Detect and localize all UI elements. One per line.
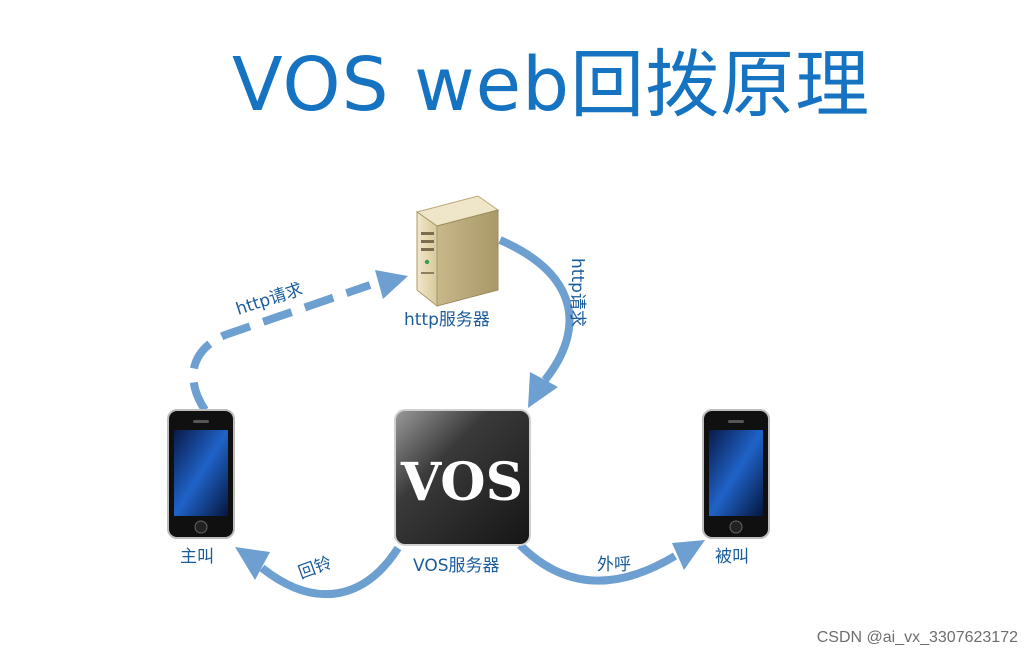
server-icon (415, 195, 500, 308)
arrow-vos-to-callee (517, 540, 705, 585)
slide-title: VOS web回拨原理 (232, 42, 871, 128)
caller-phone-icon (167, 409, 235, 539)
callee-phone-icon (702, 409, 770, 539)
caller-label: 主叫 (180, 547, 214, 567)
vos-server-icon: VOS (394, 409, 531, 546)
http-server-label: http服务器 (404, 310, 490, 330)
callee-label: 被叫 (715, 547, 749, 567)
vos-logo-text: VOS (400, 452, 523, 513)
arrow-vos-to-caller (235, 545, 402, 599)
watermark: CSDN @ai_vx_3307623172 (816, 629, 1018, 646)
edge-label-outbound-call: 外呼 (597, 555, 631, 575)
arrow-http-server-to-vos (498, 236, 574, 408)
arrow-caller-to-http-server (189, 270, 408, 413)
edge-label-http-to-vos-request: http请求 (567, 258, 587, 327)
vos-server-label: VOS服务器 (413, 556, 500, 576)
